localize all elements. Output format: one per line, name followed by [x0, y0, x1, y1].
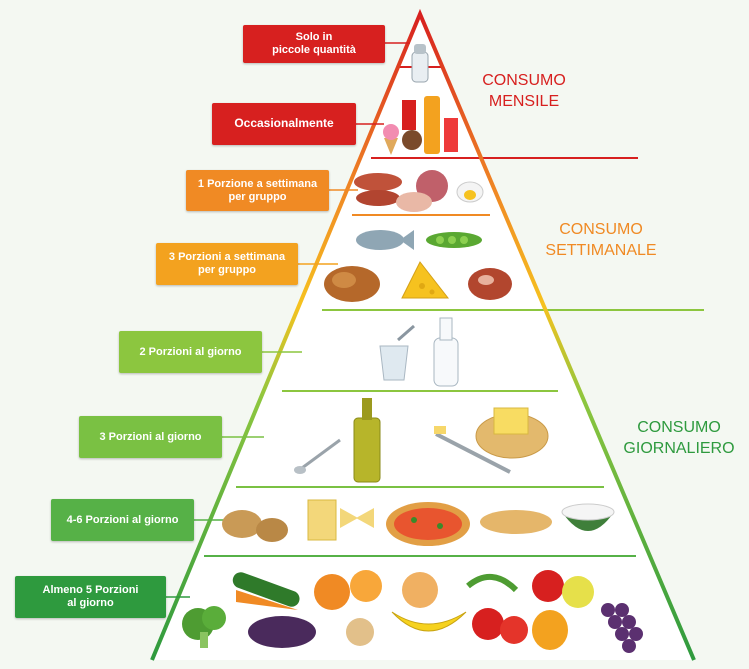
level-label-0: Solo in piccole quantità	[243, 25, 385, 63]
onion-icon	[346, 618, 374, 646]
tier-divider-lines	[204, 66, 704, 557]
spoon-icon	[294, 438, 341, 474]
level-label-5: 3 Porzioni al giorno	[79, 416, 222, 458]
butter-knife-icon	[434, 426, 511, 474]
pasta-icon	[307, 499, 374, 541]
peas-icon	[426, 232, 482, 248]
pepper-icon	[532, 610, 568, 650]
fish-icon	[356, 230, 414, 250]
olive-oil-bottle-icon	[353, 398, 381, 483]
banana-icon	[391, 611, 467, 632]
apple-icon	[532, 570, 594, 608]
salt-shaker-icon	[411, 44, 429, 83]
roast-chicken-icon	[324, 266, 380, 302]
label-connector-lines	[166, 42, 410, 598]
milk-bottle-icon	[433, 317, 459, 387]
sweets-icon	[383, 96, 458, 155]
pyramid-outline	[150, 8, 696, 661]
pizza-icon	[386, 502, 470, 546]
level-label-2: 1 Porzione a settimana per gruppo	[186, 170, 329, 211]
grapes-icon	[601, 603, 643, 653]
potatoes-icon	[222, 510, 288, 542]
tomato-icon	[466, 574, 528, 644]
level-label-3: 3 Porzioni a settimana per gruppo	[156, 243, 298, 285]
level-label-1: Occasionalmente	[212, 103, 356, 145]
orange-icon	[314, 570, 382, 610]
level-label-6: 4-6 Porzioni al giorno	[51, 499, 194, 541]
category-daily: CONSUMO GIORNALIERO	[623, 419, 735, 457]
cured-meats-icon	[354, 170, 484, 212]
level-label-7: Almeno 5 Porzioni al giorno	[15, 576, 166, 618]
cheese-icon	[401, 261, 450, 299]
eggplant-icon	[248, 616, 316, 648]
meat-steak-icon	[468, 268, 512, 300]
carrot-and-zucchini-icon	[232, 572, 300, 610]
pyramid-body	[152, 14, 694, 660]
pear-apple-icon	[402, 572, 438, 608]
butter-dish-icon	[475, 407, 549, 459]
bread-icon	[480, 510, 552, 534]
rice-bowl-icon	[561, 503, 615, 531]
level-label-4: 2 Porzioni al giorno	[119, 331, 262, 373]
yogurt-cup-icon	[379, 324, 415, 381]
category-monthly: CONSUMO MENSILE	[482, 72, 566, 110]
broccoli-icon	[182, 606, 226, 648]
category-weekly: CONSUMO SETTIMANALE	[545, 221, 657, 259]
